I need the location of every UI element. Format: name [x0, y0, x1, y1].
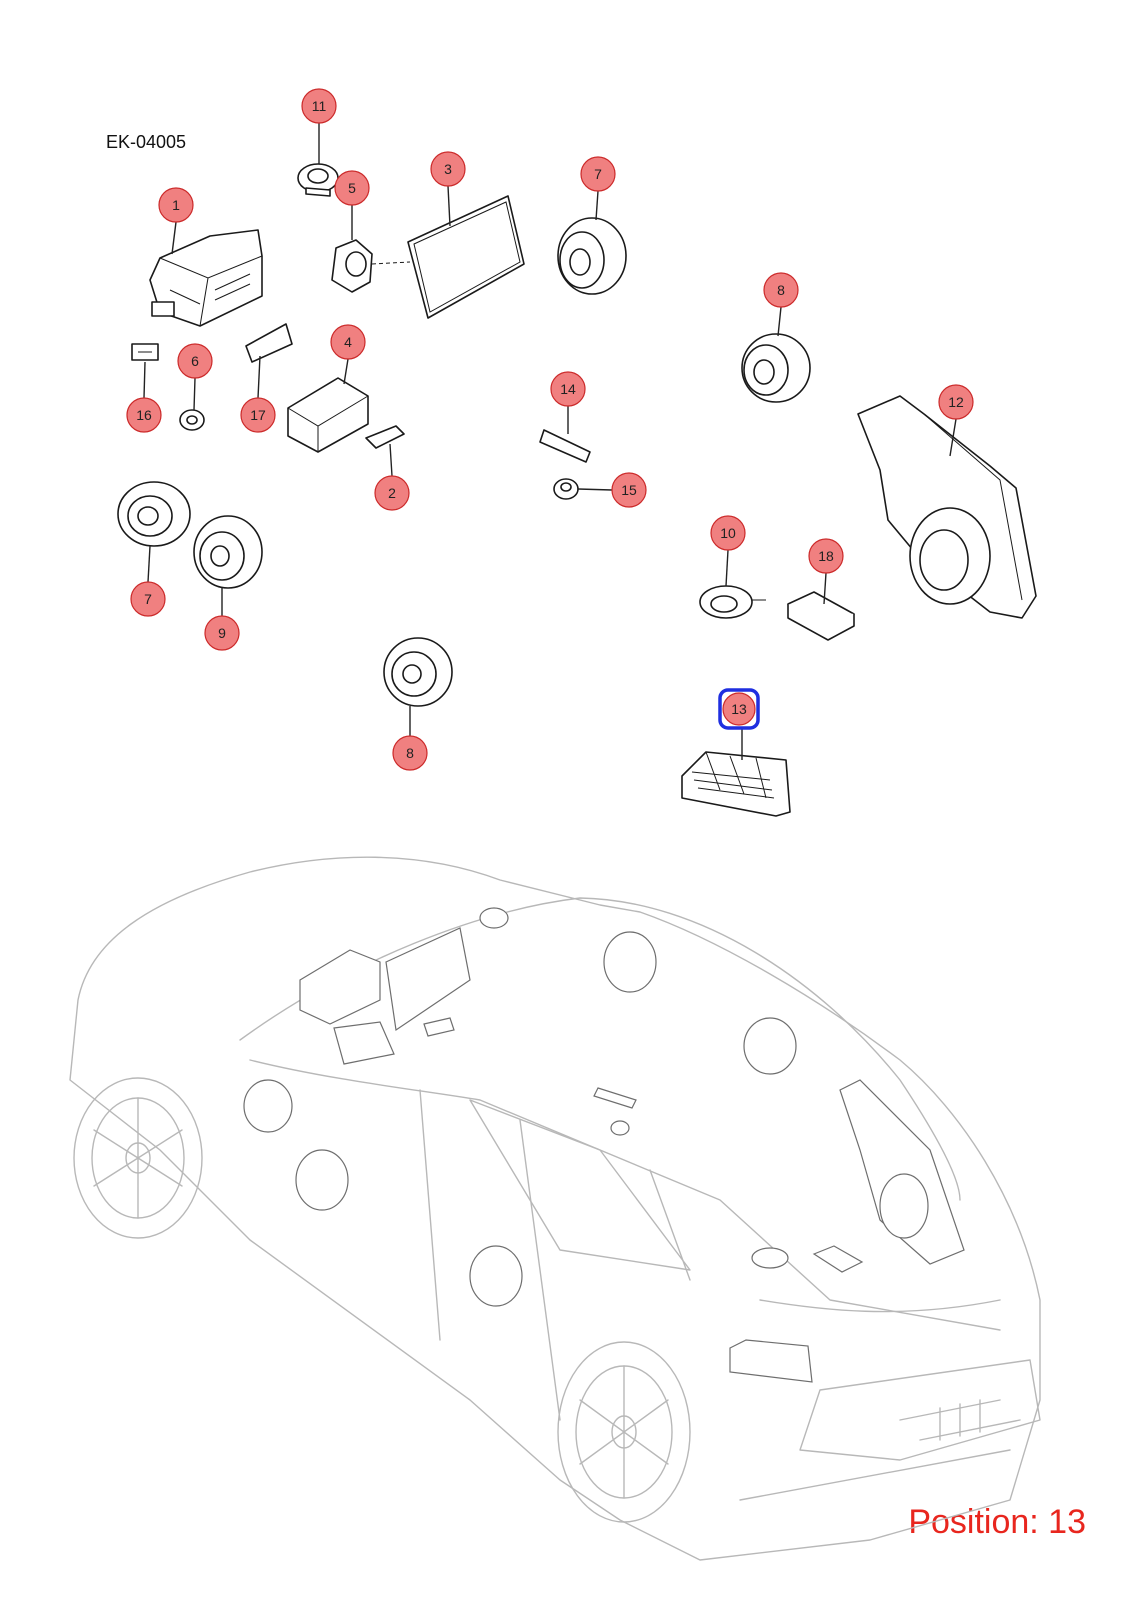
- callout-13[interactable]: 13: [718, 688, 760, 760]
- callout-5-label: 5: [348, 180, 356, 196]
- part-speaker-8-centre[interactable]: [383, 637, 453, 707]
- vehicle-outline: [69, 856, 1041, 1561]
- part-amplifier-13[interactable]: [681, 751, 791, 817]
- callout-12-label: 12: [948, 394, 964, 410]
- part-display-3[interactable]: [407, 195, 525, 319]
- part-mount-6[interactable]: [179, 409, 205, 431]
- callout-2[interactable]: 2: [374, 443, 410, 511]
- callout-12[interactable]: 12: [938, 384, 974, 457]
- part-module-18[interactable]: [787, 591, 855, 641]
- callout-2-label: 2: [388, 485, 396, 501]
- callout-13-label: 13: [731, 701, 747, 717]
- part-speaker-7-left[interactable]: [117, 481, 191, 547]
- callout-8-centre-label: 8: [406, 745, 414, 761]
- position-label: Position: 13: [908, 1503, 1086, 1541]
- callout-17-label: 17: [250, 407, 266, 423]
- callout-9-label: 9: [218, 625, 226, 641]
- callout-11[interactable]: 11: [301, 88, 337, 164]
- callout-17[interactable]: 17: [240, 355, 276, 433]
- part-speaker-10[interactable]: [699, 585, 766, 619]
- part-amplifier-unit-1[interactable]: [149, 229, 263, 327]
- callout-9[interactable]: 9: [204, 588, 240, 651]
- part-control-module-4[interactable]: [287, 377, 369, 453]
- callout-7-left[interactable]: 7: [130, 545, 166, 617]
- callout-7-top[interactable]: 7: [580, 156, 616, 221]
- highlight-frame: [718, 688, 760, 730]
- callout-14-label: 14: [560, 381, 576, 397]
- part-antenna-14[interactable]: [539, 429, 591, 463]
- callout-14[interactable]: 14: [550, 371, 586, 434]
- callout-15-label: 15: [621, 482, 637, 498]
- callout-8-centre[interactable]: 8: [392, 706, 428, 771]
- callout-3-label: 3: [444, 161, 452, 177]
- callout-6-label: 6: [191, 353, 199, 369]
- part-sensor-15[interactable]: [553, 478, 579, 500]
- callout-5[interactable]: 5: [334, 170, 370, 240]
- callout-1-label: 1: [172, 197, 180, 213]
- callout-16[interactable]: 16: [126, 361, 162, 433]
- callout-8-top-label: 8: [777, 282, 785, 298]
- part-connector-16[interactable]: [131, 343, 159, 361]
- callout-8-top[interactable]: 8: [763, 272, 799, 337]
- callout-10[interactable]: 10: [710, 515, 746, 587]
- callout-6[interactable]: 6: [177, 343, 213, 411]
- part-bracket-2[interactable]: [365, 425, 405, 449]
- callout-3[interactable]: 3: [430, 151, 466, 227]
- part-subwoofer-enclosure-12[interactable]: [857, 395, 1037, 619]
- diagram-code: EK-04005: [106, 132, 187, 152]
- callout-18-label: 18: [818, 548, 834, 564]
- callout-11-label: 11: [312, 98, 327, 114]
- callout-10-label: 10: [720, 525, 736, 541]
- callout-18[interactable]: 18: [808, 538, 844, 605]
- part-speaker-7-top[interactable]: [557, 217, 627, 295]
- callout-1[interactable]: 1: [158, 187, 194, 255]
- callout-7-left-label: 7: [144, 591, 152, 607]
- callout-7-top-label: 7: [594, 166, 602, 182]
- callout-16-label: 16: [136, 407, 152, 423]
- part-module-17[interactable]: [245, 323, 293, 363]
- callout-4-label: 4: [344, 334, 352, 350]
- part-tweeter-11[interactable]: [297, 163, 339, 197]
- callout-4[interactable]: 4: [330, 324, 366, 385]
- part-speaker-9[interactable]: [193, 515, 263, 589]
- part-tweeter-5[interactable]: [331, 239, 411, 293]
- callout-15[interactable]: 15: [577, 472, 647, 508]
- part-speaker-8-top[interactable]: [741, 333, 811, 403]
